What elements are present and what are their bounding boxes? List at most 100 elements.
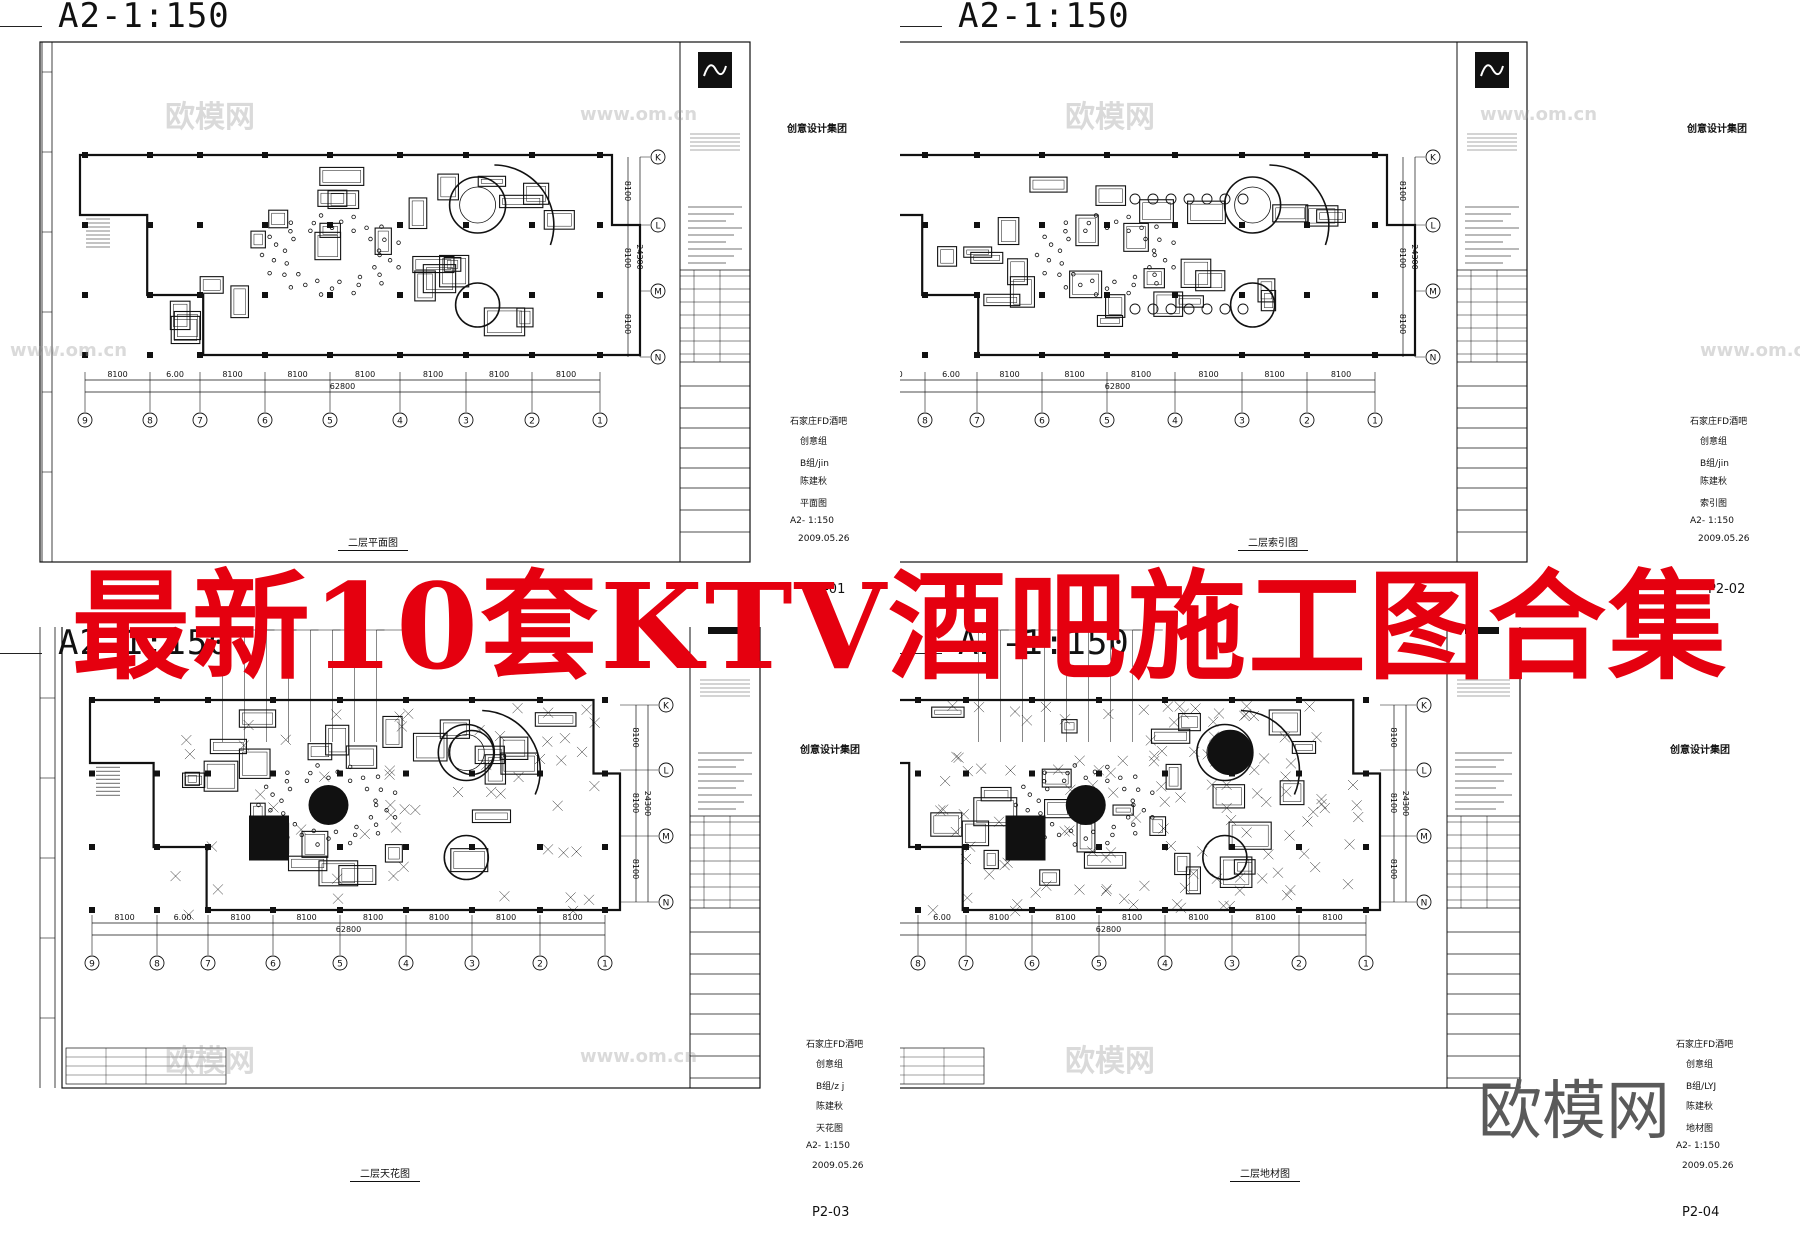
bar-stool	[1104, 225, 1110, 230]
booth-room	[1150, 728, 1191, 744]
structural-column	[537, 697, 543, 703]
dimension-label: 8100	[230, 913, 250, 922]
dimension-label: 8100	[1398, 314, 1407, 334]
sheet-scale-label: A2-1:150	[58, 0, 230, 36]
dimension-label: 8100	[623, 248, 632, 268]
hatch-pattern	[1021, 715, 1033, 726]
booth-room	[1061, 719, 1078, 734]
booth-seating	[1010, 261, 1025, 282]
bar-stool	[1090, 829, 1096, 835]
bar-stool	[273, 242, 279, 247]
booth-seating	[1215, 787, 1242, 806]
booth-seating	[1181, 716, 1198, 728]
hatch-pattern	[474, 724, 485, 736]
structural-column	[1096, 907, 1102, 913]
booth-room	[287, 855, 328, 872]
booth-seating	[1152, 819, 1163, 833]
bar-stool	[1152, 252, 1157, 258]
hatch-pattern	[962, 892, 973, 904]
booth-room	[1174, 852, 1191, 876]
hatch-pattern	[452, 786, 464, 798]
booth-seating	[310, 746, 329, 757]
bar-stool	[1071, 272, 1076, 277]
total-dimension-label: 62800	[1096, 925, 1121, 934]
hatch-pattern	[359, 828, 371, 840]
title-block-date: 2009.05.26	[798, 534, 850, 544]
grid-bubble	[1416, 894, 1432, 910]
bar-stool	[1093, 213, 1099, 218]
hatch-pattern	[1148, 756, 1160, 767]
structural-column	[915, 770, 921, 777]
structural-column	[397, 352, 403, 358]
dimension-label: 8100	[1064, 370, 1084, 379]
booth-room	[983, 293, 1021, 307]
sheet-frame	[900, 41, 1528, 563]
exterior-wall	[88, 698, 622, 912]
index-callout-bubble	[1237, 303, 1249, 315]
dimension-label: 8100	[1131, 370, 1151, 379]
hatch-pattern	[542, 736, 553, 747]
structural-column	[469, 697, 475, 703]
promo-banner-title: 最新10套KTV酒吧施工图合集	[71, 557, 1729, 696]
title-block-drawn-by: B组/jin	[800, 459, 829, 469]
bar-stool	[1034, 252, 1040, 258]
grid-bubble-label: 8	[154, 960, 160, 970]
hatch-pattern	[1105, 847, 1117, 858]
bar-stool	[271, 258, 277, 263]
grid-bubble-label: 7	[205, 960, 211, 970]
grid-bubble	[1224, 955, 1240, 971]
structural-column	[205, 844, 211, 850]
grid-bubble	[398, 955, 414, 971]
hatch-pattern	[1221, 779, 1232, 791]
floor-material-drawing: 81006.0081008100810081008100810062800987…	[900, 627, 1521, 1089]
booth-seating	[388, 847, 400, 860]
grid-bubble-label: 4	[397, 417, 403, 427]
bar-stool	[267, 234, 272, 240]
title-block-date: 2009.05.26	[1698, 534, 1750, 544]
booth-seating	[1282, 783, 1302, 802]
booth-room	[319, 166, 365, 186]
hatch-pattern	[512, 703, 523, 714]
structural-column	[262, 352, 268, 358]
dimension-label: 8100	[1331, 370, 1351, 379]
bar-stool	[292, 822, 298, 827]
bar-stool	[373, 802, 379, 808]
structural-column	[1363, 907, 1369, 913]
title-block-group: 创意组	[800, 437, 828, 447]
grid-bubble-label: 1	[602, 960, 608, 970]
bar-stool	[1154, 224, 1159, 229]
structural-column	[270, 770, 276, 777]
structural-column	[922, 352, 928, 358]
structural-column	[197, 352, 203, 358]
hatch-pattern	[403, 708, 414, 719]
index-callout-bubble	[1147, 193, 1159, 205]
booth-seating	[242, 712, 273, 725]
hatch-pattern	[1105, 767, 1116, 778]
bar-stool	[338, 219, 344, 225]
bar-stool	[1027, 792, 1033, 797]
booth-seating	[502, 198, 541, 205]
booth-seating	[328, 728, 346, 753]
hatch-pattern	[1158, 823, 1169, 834]
bar-stool	[392, 815, 398, 820]
structural-column	[1172, 222, 1178, 228]
bar-stool	[1151, 248, 1157, 253]
booth-seating	[1183, 261, 1209, 285]
hatch-pattern	[1316, 798, 1327, 810]
structural-column	[154, 844, 160, 850]
structural-column	[403, 770, 409, 777]
structural-column	[597, 152, 603, 158]
grid-bubble-label: 2	[1296, 960, 1302, 970]
dimension-label: 8100	[1055, 913, 1075, 922]
booth-room	[970, 251, 1004, 264]
hatch-pattern	[1175, 792, 1186, 803]
bar-stool	[1110, 832, 1115, 838]
index-callout-bubble	[1183, 193, 1195, 205]
booth-room	[450, 848, 489, 873]
booth-seating	[385, 719, 400, 745]
booth-room	[471, 809, 512, 824]
hatch-pattern	[399, 804, 410, 815]
hatch-pattern	[385, 809, 396, 821]
hatch-pattern	[388, 870, 399, 882]
